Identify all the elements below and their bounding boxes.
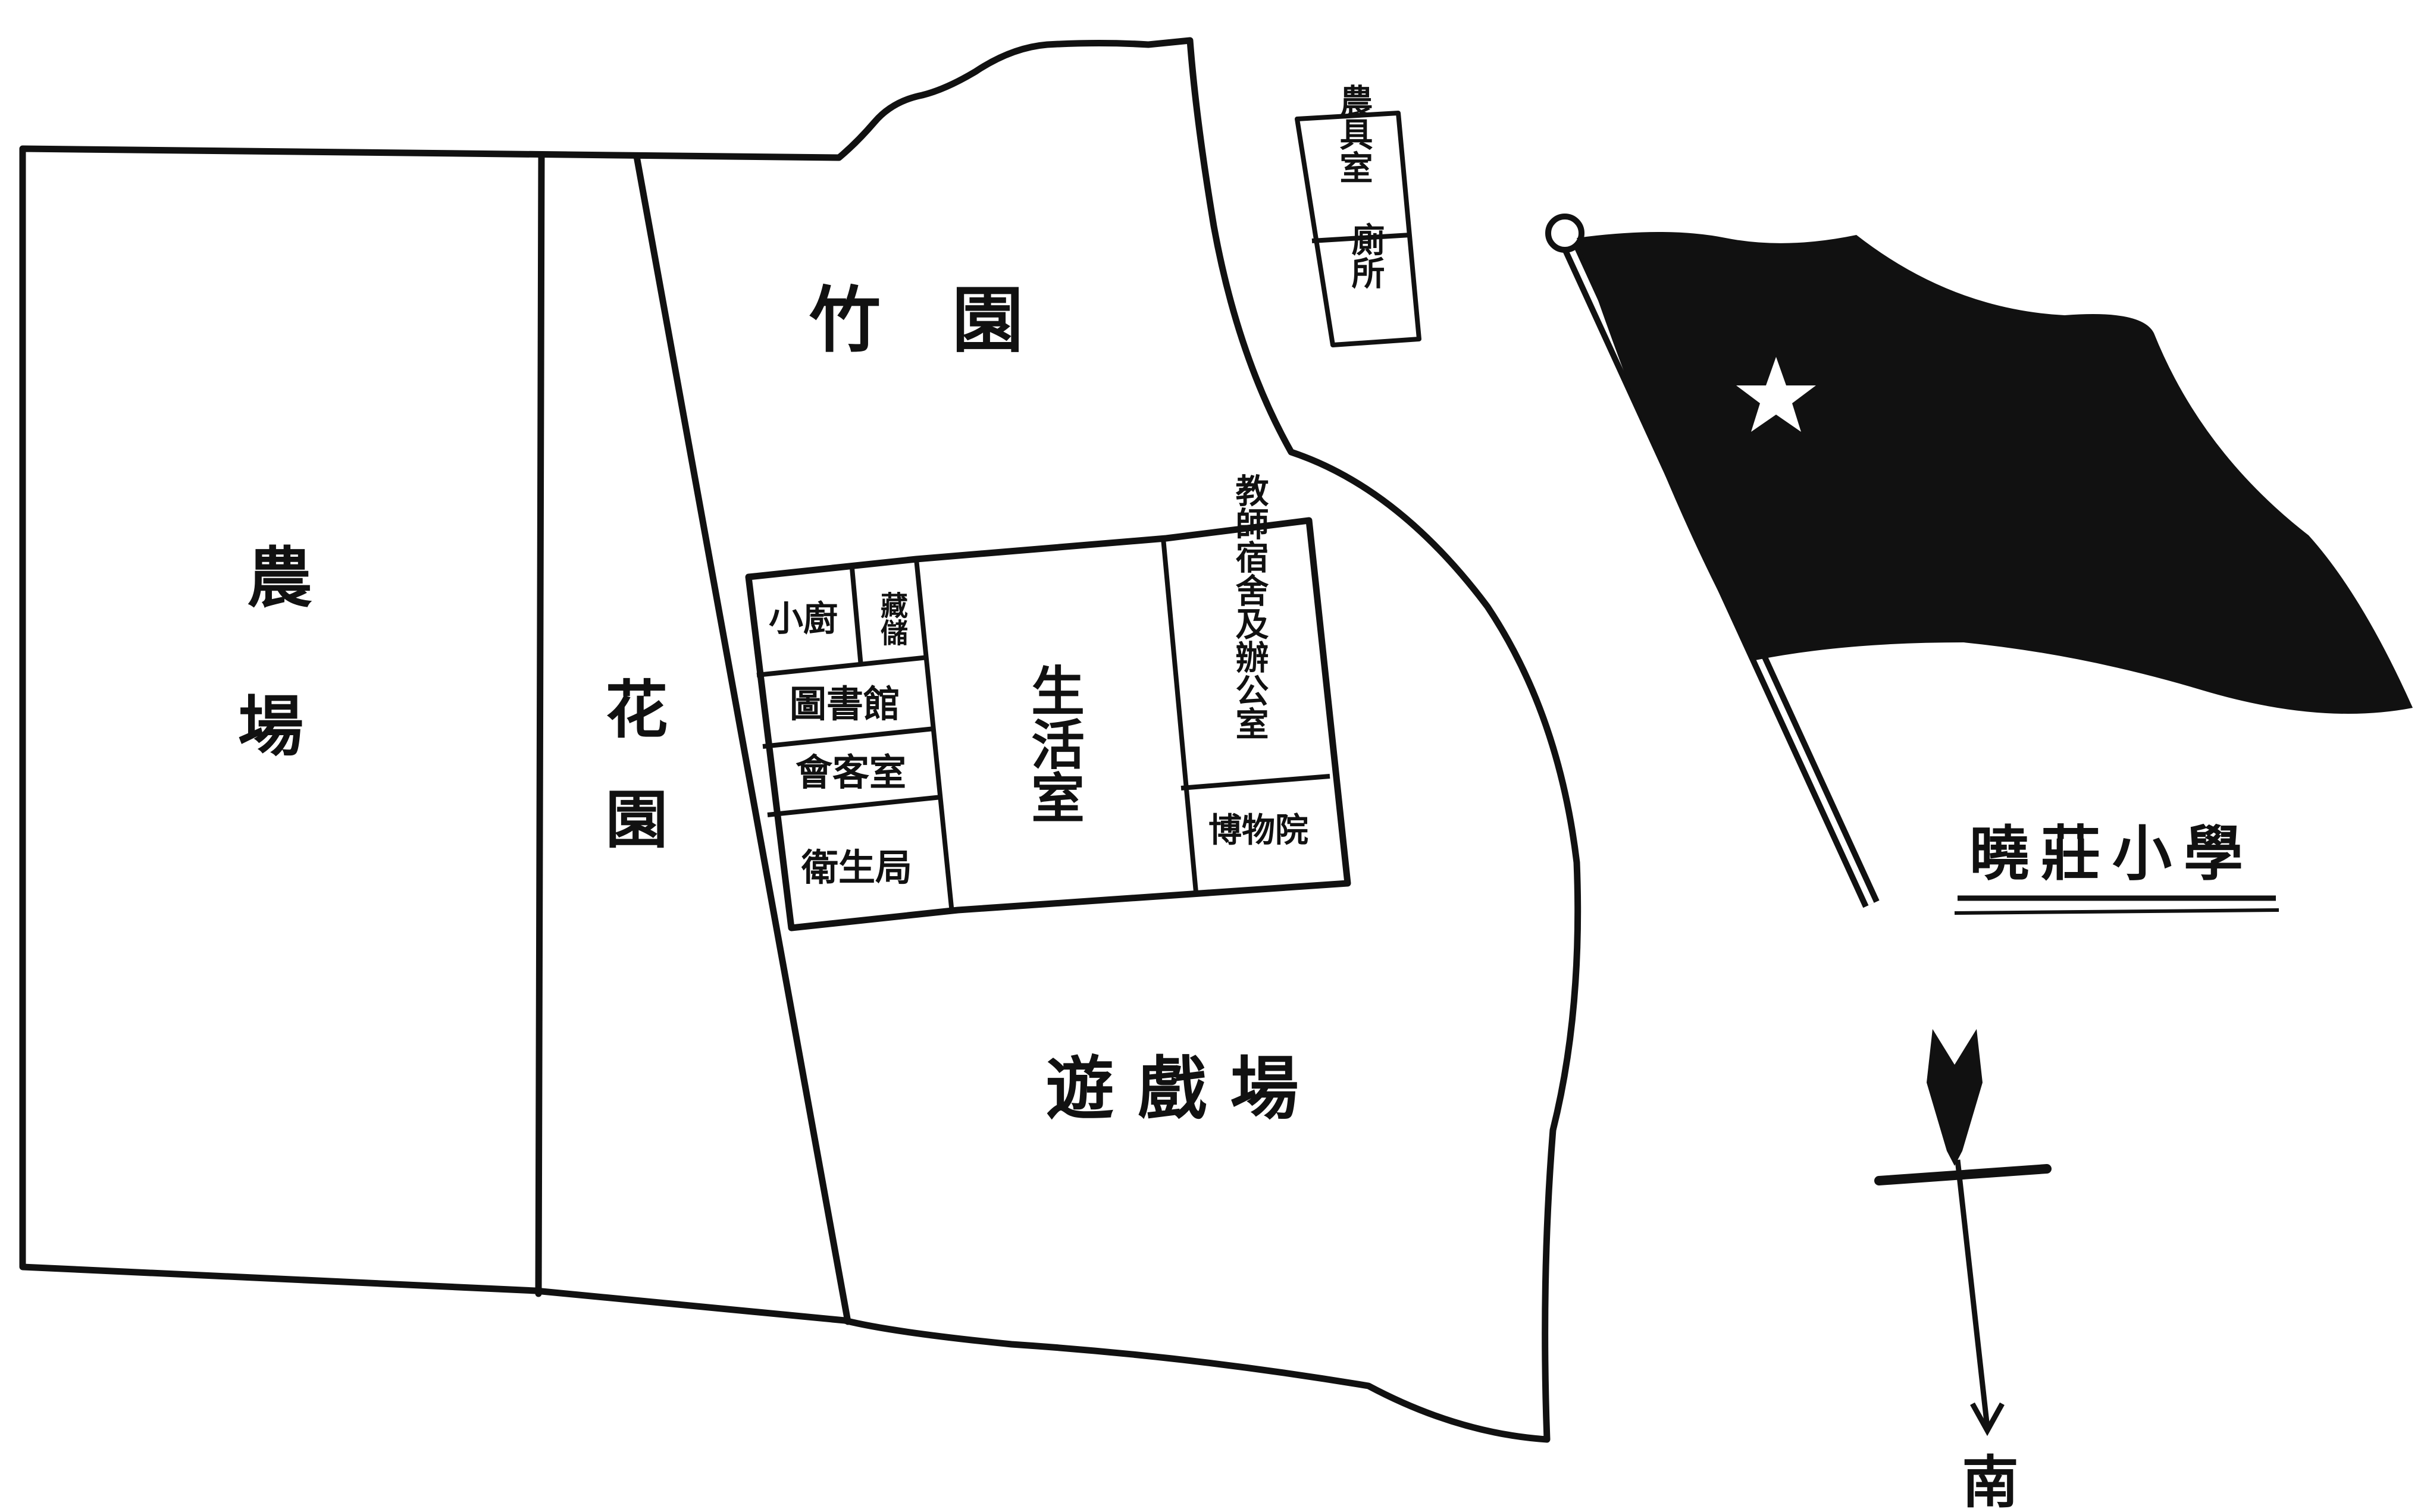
garden-main-divider <box>633 153 851 1325</box>
toilet-label: 廁所 <box>1346 222 1385 289</box>
dorm-museum-divider <box>1180 774 1330 790</box>
flag <box>1577 232 2413 714</box>
museum-label: 博物院 <box>1208 811 1308 850</box>
outbuilding <box>1295 111 1421 347</box>
health-office-label: 衛生局 <box>801 846 912 889</box>
flagpole-finial <box>1545 214 1584 253</box>
teacher-dorm-label: 教師宿舍及辦公室 <box>1230 473 1269 740</box>
farm-garden-divider <box>535 152 545 1297</box>
library-label: 圖書館 <box>790 682 900 726</box>
storage-label: 藏儲 <box>876 591 909 646</box>
school-name: 曉莊小學 <box>1969 818 2255 889</box>
living-room-left-wall <box>914 559 954 914</box>
campus-boundary <box>19 37 1582 1443</box>
outbuilding-divider <box>1311 233 1411 243</box>
garden-label-1: 花 <box>605 673 668 746</box>
farm-room-label: 農具室 <box>1334 84 1373 184</box>
arrow-fletching-icon <box>1927 1029 1983 1166</box>
school-name-underline-2 <box>1954 908 2279 915</box>
small-rooms-h1 <box>756 655 929 677</box>
compass: 南 <box>1874 1029 2052 1512</box>
bamboo-garden-label: 竹園 <box>809 278 1095 362</box>
arrow-head-icon <box>1970 1402 2005 1436</box>
living-room-right-wall <box>1161 538 1198 893</box>
reception-room-label: 會客室 <box>796 751 906 794</box>
kitchen-storage-divider <box>850 567 863 667</box>
compass-crossbar <box>1874 1164 2052 1185</box>
small-rooms-h3 <box>767 795 942 817</box>
farm-label-1: 農 <box>247 539 312 616</box>
compass-shaft <box>1955 1159 1990 1428</box>
compass-direction-label: 南 <box>1962 1450 2018 1512</box>
playground-label: 遊戲場 <box>1045 1049 1322 1129</box>
small-rooms-h2 <box>762 726 935 749</box>
living-room-label: 生活室 <box>1022 663 1085 824</box>
main-building <box>745 517 1351 931</box>
garden-label-2: 園 <box>605 783 668 857</box>
farm-label-2: 場 <box>238 688 303 765</box>
star-icon <box>1736 357 1816 432</box>
small-kitchen-label: 小廚 <box>769 598 838 639</box>
